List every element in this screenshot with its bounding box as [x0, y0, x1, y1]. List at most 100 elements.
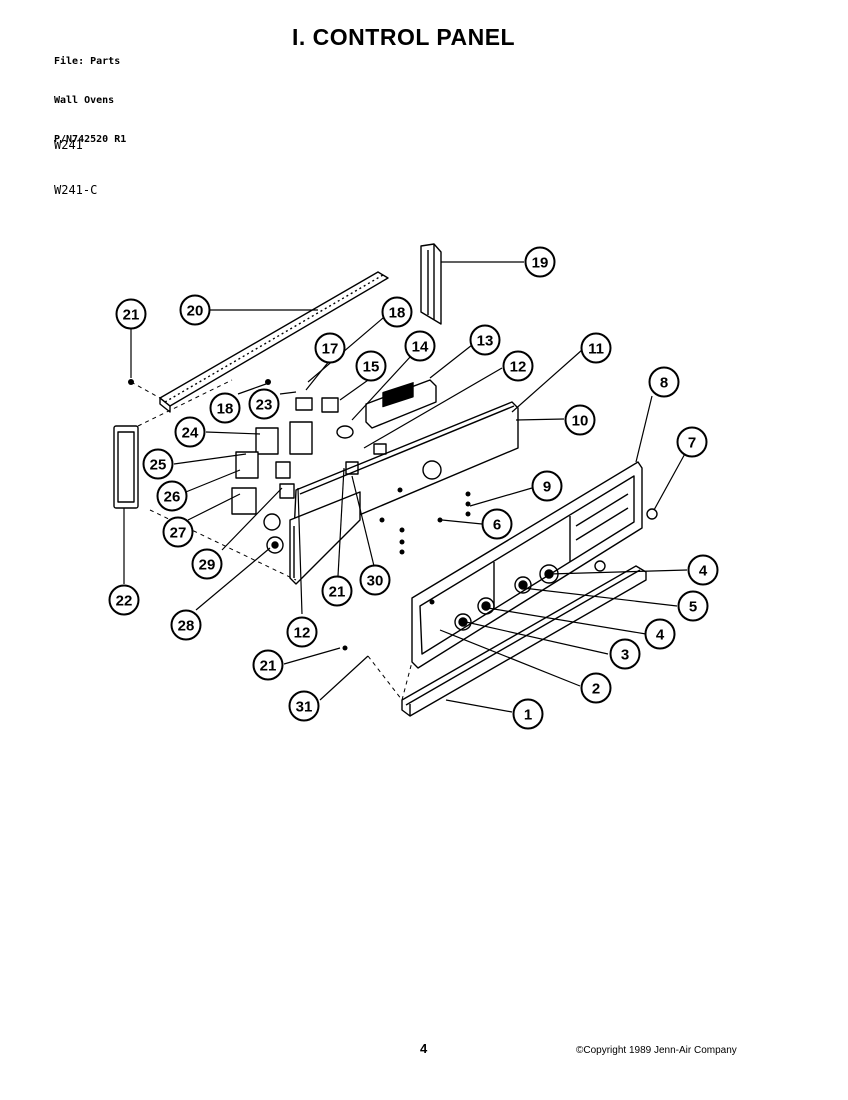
- callout-number: 18: [217, 401, 234, 418]
- callout-7: 7: [676, 426, 708, 458]
- callout-circle: [162, 516, 194, 548]
- callout-circle: [580, 672, 612, 704]
- callout-11: 11: [580, 332, 612, 364]
- screws: [128, 379, 471, 651]
- callout-circle: [524, 246, 556, 278]
- callout-6: 6: [481, 508, 513, 540]
- callout-circle: [359, 564, 391, 596]
- callout-number: 5: [689, 599, 697, 616]
- callout-circle: [115, 298, 147, 330]
- page-number: 4: [420, 1041, 428, 1056]
- callout-number: 6: [493, 517, 501, 534]
- callout-circle: [174, 416, 206, 448]
- callout-21: 21: [252, 649, 284, 681]
- callout-circle: [531, 470, 563, 502]
- callout-number: 3: [621, 647, 629, 664]
- part-switch-cluster: [231, 421, 313, 554]
- callout-number: 12: [294, 625, 311, 642]
- callout-circle: [609, 638, 641, 670]
- callout-circle: [314, 332, 346, 364]
- callout-14: 14: [404, 330, 436, 362]
- part-bottom-trim-1: [401, 565, 647, 717]
- part-trim-strip-20: [159, 271, 389, 413]
- callout-circle: [179, 294, 211, 326]
- callout-number: 17: [322, 341, 339, 358]
- callout-number: 9: [543, 479, 551, 496]
- callout-17: 17: [314, 332, 346, 364]
- file-info: File: Parts Wall Ovens P/N742520 R1: [54, 29, 126, 172]
- callout-number: 27: [170, 525, 187, 542]
- callout-circle: [252, 649, 284, 681]
- callout-21: 21: [115, 298, 147, 330]
- callout-number: 31: [296, 699, 313, 716]
- file-line: Wall Ovens: [54, 95, 115, 106]
- callout-24: 24: [174, 416, 206, 448]
- callout-number: 19: [532, 255, 549, 272]
- callout-9: 9: [531, 470, 563, 502]
- file-line: File: Parts: [54, 56, 121, 67]
- callout-number: 2: [592, 681, 600, 698]
- callout-26: 26: [156, 480, 188, 512]
- callout-number: 4: [656, 627, 665, 644]
- model-number: W241-C: [54, 183, 98, 197]
- callout-22: 22: [108, 584, 140, 616]
- callout-number: 1: [524, 707, 532, 724]
- callout-number: 7: [688, 435, 696, 452]
- callout-number: 23: [256, 397, 273, 414]
- callout-5: 5: [677, 590, 709, 622]
- callout-1: 1: [512, 698, 544, 730]
- callout-13: 13: [469, 324, 501, 356]
- callout-number: 22: [116, 593, 133, 610]
- callout-number: 8: [660, 375, 668, 392]
- callout-circle: [321, 575, 353, 607]
- callout-20: 20: [179, 294, 211, 326]
- callout-number: 21: [329, 584, 346, 601]
- callout-3: 3: [609, 638, 641, 670]
- callout-10: 10: [564, 404, 596, 436]
- callout-19: 19: [524, 246, 556, 278]
- callout-number: 28: [178, 618, 195, 635]
- callout-12: 12: [286, 616, 318, 648]
- copyright-notice: ©Copyright 1989 Jenn-Air Company: [576, 1045, 737, 1056]
- part-panel-12: [289, 491, 361, 585]
- callout-4: 4: [644, 618, 676, 650]
- callout-circle: [286, 616, 318, 648]
- callout-number: 30: [367, 573, 384, 590]
- callout-circle: [191, 548, 223, 580]
- callout-number: 25: [150, 457, 167, 474]
- part-display-13: [365, 379, 437, 429]
- callout-number: 4: [699, 563, 708, 580]
- callout-29: 29: [191, 548, 223, 580]
- part-side-trim-22: [113, 425, 139, 509]
- callout-12: 12: [502, 350, 534, 382]
- callout-circle: [108, 584, 140, 616]
- callout-circle: [580, 332, 612, 364]
- model-number: W241: [54, 138, 83, 152]
- callout-31: 31: [288, 690, 320, 722]
- callout-number: 11: [588, 341, 604, 358]
- leader-lines: [123, 261, 688, 713]
- callout-circle: [481, 508, 513, 540]
- callout-number: 14: [412, 339, 429, 356]
- callout-circle: [404, 330, 436, 362]
- callout-circle: [248, 388, 280, 420]
- callout-2: 2: [580, 672, 612, 704]
- callout-circle: [512, 698, 544, 730]
- callout-18: 18: [209, 392, 241, 424]
- callout-number: 24: [182, 425, 199, 442]
- callout-circle: [677, 590, 709, 622]
- model-list: W241 W241-C: [54, 108, 97, 228]
- callout-number: 15: [363, 359, 380, 376]
- callout-circle: [288, 690, 320, 722]
- callout-number: 29: [199, 557, 216, 574]
- file-line: P/N742520 R1: [54, 134, 127, 145]
- callout-number: 20: [187, 303, 204, 320]
- callout-circle: [648, 366, 680, 398]
- callout-28: 28: [170, 609, 202, 641]
- callout-circle: [170, 609, 202, 641]
- callout-number: 18: [389, 305, 406, 322]
- callout-18: 18: [381, 296, 413, 328]
